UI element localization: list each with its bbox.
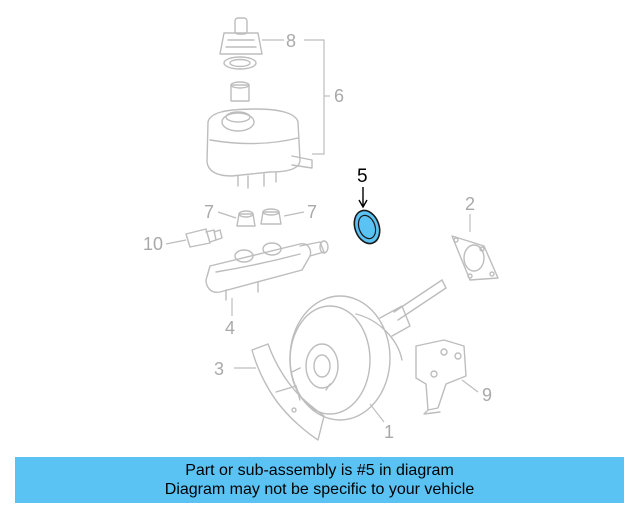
part-2-gasket [451,235,499,281]
banner-line-1: Part or sub-assembly is #5 in diagram [185,462,454,479]
part-7-grommets [236,208,282,227]
part-1-brake-booster [289,279,447,421]
part-6-reservoir [206,108,313,189]
info-banner: Part or sub-assembly is #5 in diagram Di… [15,457,624,503]
callout-2: 2 [465,194,475,214]
callout-3: 3 [214,359,224,379]
banner-line-2: Diagram may not be specific to your vehi… [164,481,475,498]
callout-6: 6 [334,86,344,106]
callout-lines-7 [217,211,305,219]
callout-9: 9 [482,385,492,405]
callout-7-left: 7 [204,202,214,222]
part-3-heat-shield [251,343,325,441]
callout-1: 1 [384,422,394,442]
callout-7-right: 7 [307,202,317,222]
part-10-sensor [185,228,223,248]
callout-bracket-6-8 [262,39,330,155]
callout-5: 5 [357,166,368,187]
callout-4: 4 [225,318,235,338]
part-9-bracket [415,339,467,415]
part-4-master-cylinder [205,240,329,301]
callout-10: 10 [143,234,163,254]
callout-line-1 [369,403,385,423]
callout-8: 8 [286,31,296,51]
part-8-reservoir-cap [219,17,263,102]
callout-line-10 [165,239,187,245]
arrow-5 [358,187,368,209]
part-5-seal [353,209,381,245]
callout-line-9 [461,379,479,393]
